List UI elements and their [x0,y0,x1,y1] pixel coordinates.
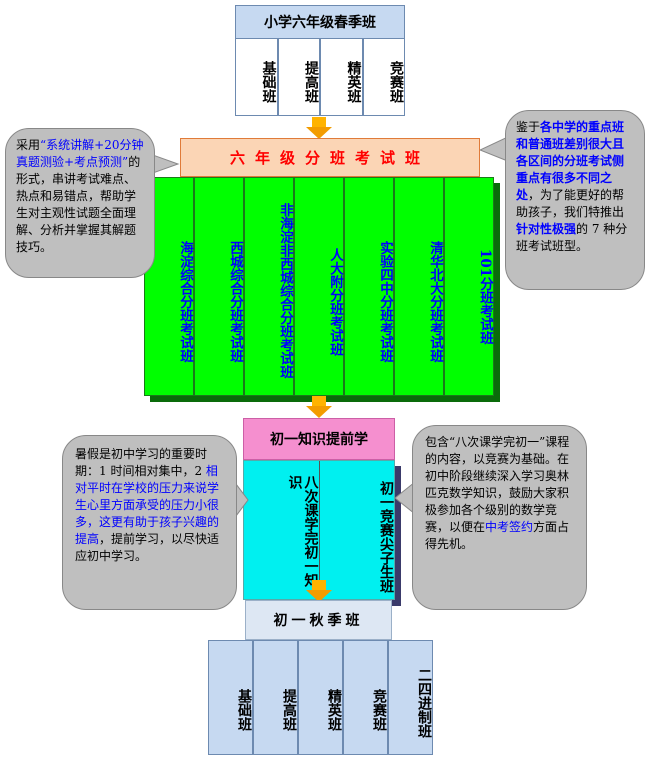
bubble-pointer [236,483,249,517]
spring-class-title: 小学六年级春季班 [235,5,405,39]
bubble-highlight: “系统讲解+20分钟真题测验+考点预测” [16,138,144,169]
autumn-class-cell: 提高班 [253,640,298,755]
bubble-highlight: 相对平时在学校的压力来说学生心里方面承受的压力小很多，这更有助于孩子兴趣的提高 [75,464,220,546]
exam-class-column: 人大附分班考试班 [294,177,344,396]
exam-class-row: 海淀综合分班考试班 西城综合分班考试班 非海淀非西城综合分班考试班 人大附分班考… [144,177,494,396]
spring-class-cell: 基础班 [235,38,278,116]
exam-class-column: 清华北大分班考试班 [394,177,444,396]
bubble-pointer [150,153,180,175]
bubble-competition-class: 包含“八次课学完初一”课程的内容，以竞赛为基础。在初中阶段继续深入学习奥林匹克数… [412,425,587,610]
spring-class-cell: 竞赛班 [362,38,405,116]
bubble-text: 采用 [16,138,41,152]
bubble-highlight: 各中学的重点班和普通班差别很大且各区间的分班考试侧重点有很多不同之处 [516,120,625,202]
bubble-text: 的形式，串讲考试难点、热点和易错点，帮助学生对主观性试题全面理解、分析并掌握其解… [16,155,141,254]
autumn-class-title: 初一秋季班 [245,600,392,640]
pre-learning-column: 八次课学完初一知识 [244,461,320,599]
bubble-text: ，为了能更好的帮助孩子，我们特推出 [516,188,625,219]
bubble-pointer [480,135,510,163]
bubble-text: ，提前学习，以尽快适应初中学习。 [75,532,220,563]
spring-class-cell: 精英班 [320,38,363,116]
bubble-exam-types: 鉴于各中学的重点班和普通班差别很大且各区间的分班考试侧重点有很多不同之处，为了能… [505,110,645,290]
bubble-highlight: 中考签约 [485,520,534,534]
placement-exam-banner: 六年级分班考试班 [180,138,480,177]
exam-class-column: 非海淀非西城综合分班考试班 [244,177,294,396]
exam-class-column: 实验四中分班考试班 [344,177,394,396]
down-arrow-icon [306,117,332,139]
down-arrow-icon [306,396,332,418]
autumn-class-row: 基础班 提高班 精英班 竞赛班 二四进制班 [208,640,433,755]
down-arrow-icon [306,580,332,602]
pre-learning-title: 初一知识提前学 [243,418,395,460]
bubble-summer-importance: 暑假是初中学习的重要时期：1 时间相对集中，2 相对平时在学校的压力来说学生心里… [62,435,237,610]
bubble-pointer [395,481,415,515]
exam-class-column: 西城综合分班考试班 [194,177,244,396]
bubble-text: 包含“八次课学完初一”课程的内容，以竞赛为基础。在初中阶段继续深入学习奥林匹克数… [425,435,570,534]
bubble-text: 暑假是初中学习的重要时期：1 时间相对集中，2 [75,447,208,478]
bubble-text: 方面占得先机。 [425,520,570,551]
autumn-class-cell: 基础班 [208,640,253,755]
spring-class-cell: 提高班 [277,38,320,116]
autumn-class-cell: 精英班 [298,640,343,755]
bubble-exam-method: 采用“系统讲解+20分钟真题测验+考点预测”的形式，串讲考试难点、热点和易错点，… [5,128,155,278]
spring-class-row: 基础班 提高班 精英班 竞赛班 [235,38,405,116]
pre-learning-row: 八次课学完初一知识 初一竞赛尖子生班 [243,460,395,600]
bubble-text: 鉴于 [516,120,541,134]
pre-learning-column: 初一竞赛尖子生班 [378,481,394,593]
bubble-text: 的 7 种分班考试班型。 [516,222,628,253]
bubble-highlight: 针对性极强 [516,222,577,236]
exam-class-column: 101分班考试班 [444,177,494,396]
autumn-class-cell: 二四进制班 [388,640,433,755]
autumn-class-cell: 竞赛班 [343,640,388,755]
